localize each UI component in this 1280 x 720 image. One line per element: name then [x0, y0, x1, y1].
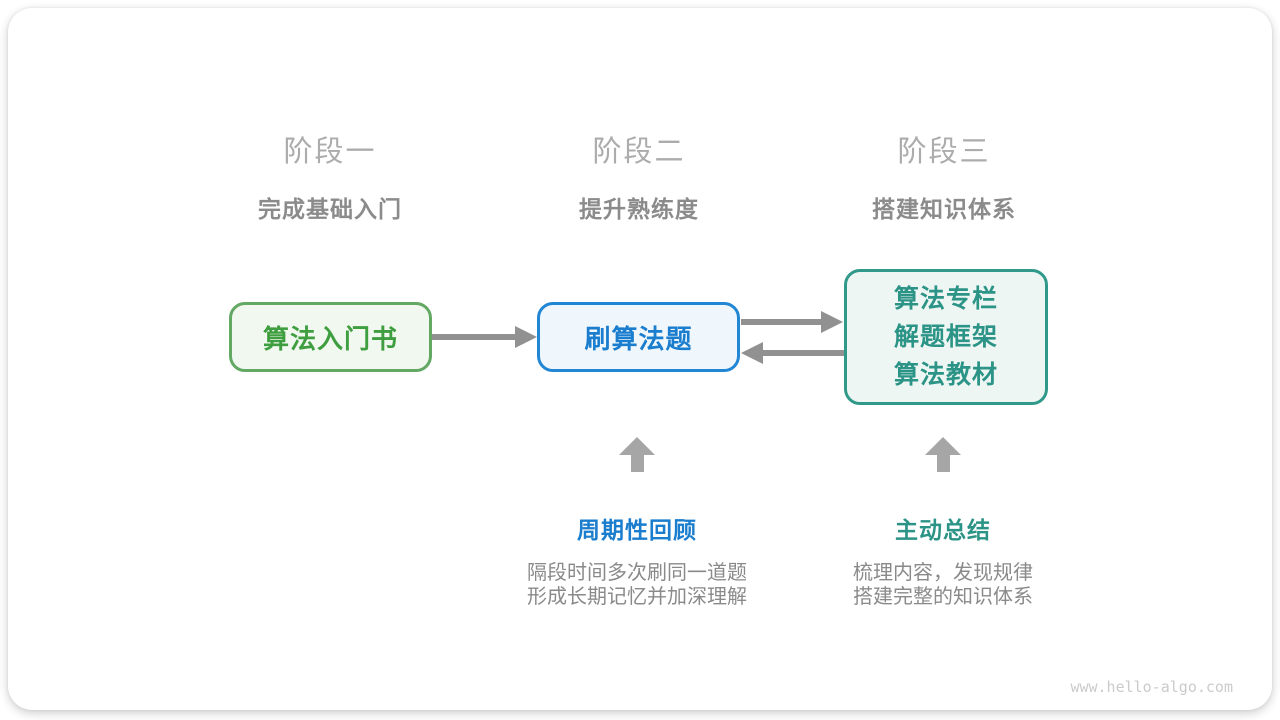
- stage-3-header: 阶段三 搭建知识体系: [784, 128, 1104, 224]
- up-arrow-triangle: [619, 437, 655, 455]
- box-resources-line-3: 算法教材: [893, 361, 998, 389]
- site-watermark: www.hello-algo.com: [1070, 678, 1233, 696]
- box-intro-book: 算法入门书: [229, 302, 432, 372]
- up-arrow-stem: [937, 454, 950, 472]
- stage-1-header: 阶段一 完成基础入门: [170, 128, 490, 224]
- diagram-card: 阶段一 完成基础入门 阶段二 提升熟练度 阶段三 搭建知识体系 算法入门书 刷算…: [8, 8, 1272, 710]
- box-practice-problems: 刷算法题: [537, 302, 740, 372]
- box-intro-book-label: 算法入门书: [262, 323, 398, 354]
- box-practice-problems-label: 刷算法题: [584, 323, 693, 354]
- annotation-summary-desc: 梳理内容，发现规律 搭建完整的知识体系: [773, 561, 1113, 609]
- box-resources-line-1: 算法专栏: [893, 285, 998, 313]
- annotation-review-desc-line-2: 形成长期记忆并加深理解: [527, 586, 747, 608]
- arrow-head-right-icon: [821, 311, 843, 333]
- annotation-summary-desc-line-2: 搭建完整的知识体系: [853, 586, 1033, 608]
- arrow-shaft: [741, 319, 822, 325]
- annotation-summary-title: 主动总结: [895, 517, 991, 543]
- arrow-shaft: [432, 334, 516, 340]
- up-arrow-triangle: [925, 437, 961, 455]
- arrow-head-right-icon: [515, 326, 537, 348]
- box-resources-line-2: 解题框架: [893, 323, 998, 351]
- annotation-review-desc-line-1: 隔段时间多次刷同一道题: [527, 562, 747, 584]
- box-knowledge-resources: 算法专栏 解题框架 算法教材: [844, 269, 1048, 405]
- annotation-summary-desc-line-1: 梳理内容，发现规律: [853, 562, 1033, 584]
- stage-1-title: 阶段一: [283, 136, 377, 168]
- arrow-head-left-icon: [741, 342, 763, 364]
- stage-2-title: 阶段二: [592, 136, 686, 168]
- arrow-shaft: [763, 350, 844, 356]
- annotation-review-desc: 隔段时间多次刷同一道题 形成长期记忆并加深理解: [467, 561, 807, 609]
- stage-3-title: 阶段三: [897, 136, 991, 168]
- stage-2-header: 阶段二 提升熟练度: [479, 128, 799, 224]
- stage-1-subtitle: 完成基础入门: [258, 196, 402, 222]
- annotation-review-title: 周期性回顾: [577, 517, 697, 543]
- stage-3-subtitle: 搭建知识体系: [872, 196, 1016, 222]
- stage-2-subtitle: 提升熟练度: [579, 196, 699, 222]
- up-arrow-stem: [631, 454, 644, 472]
